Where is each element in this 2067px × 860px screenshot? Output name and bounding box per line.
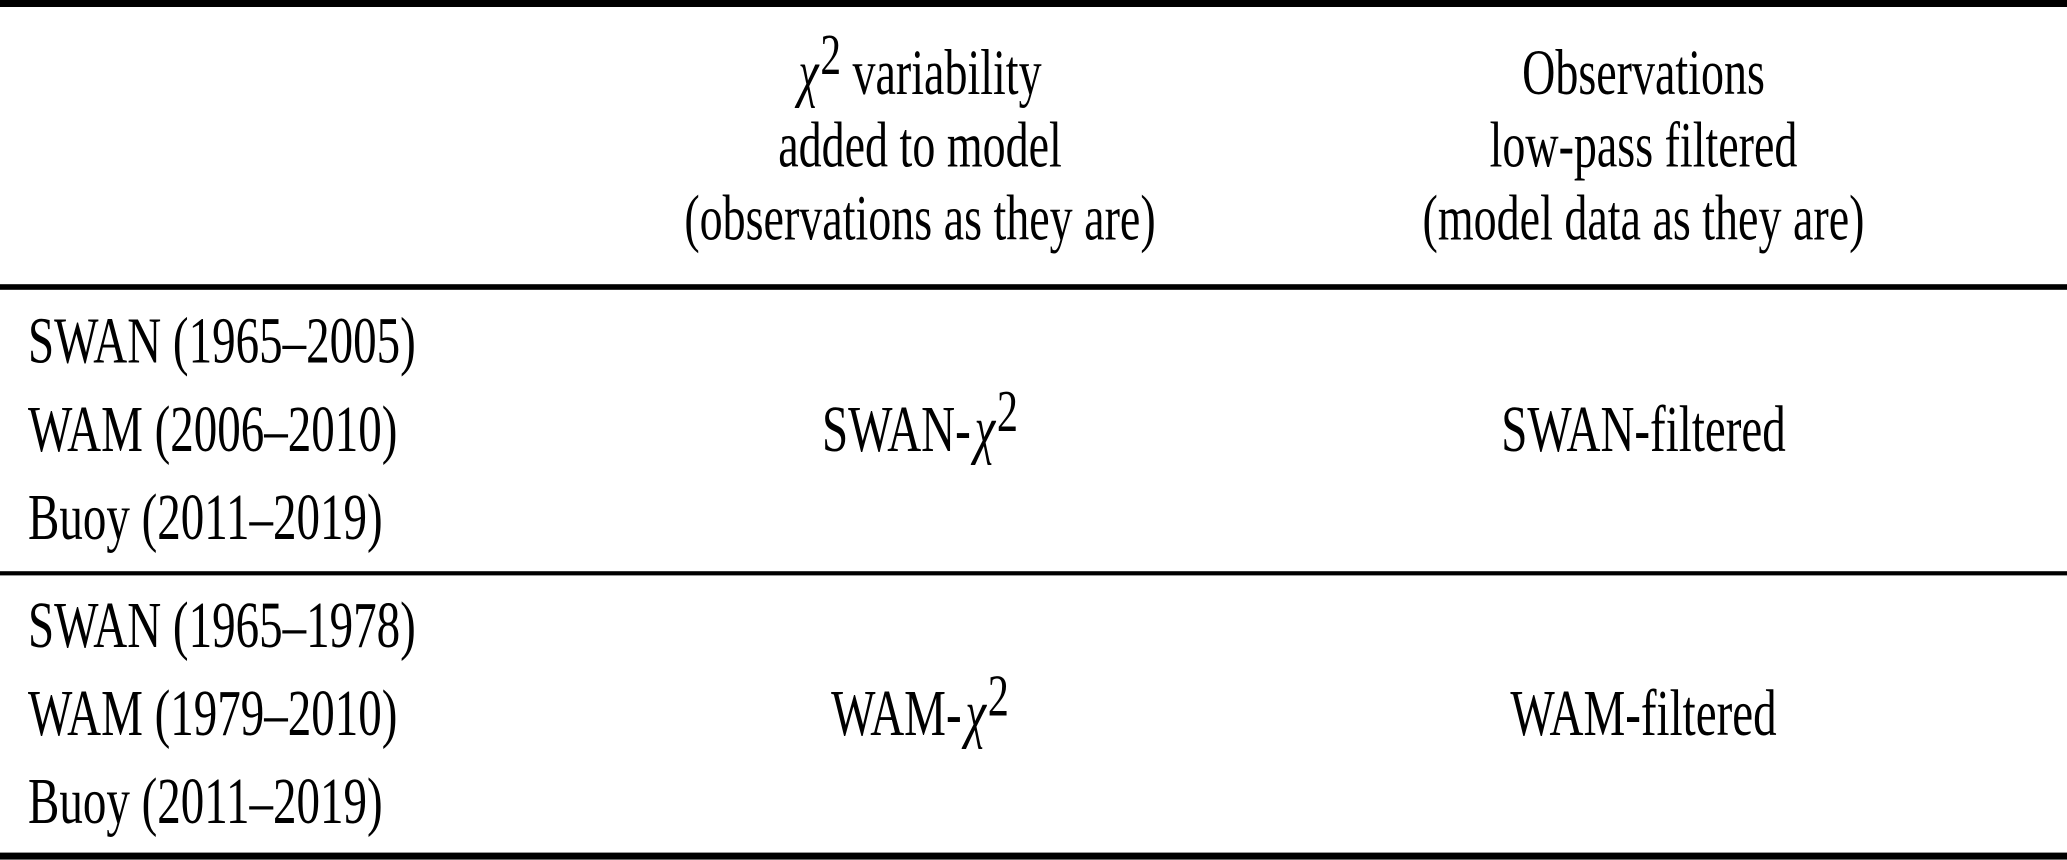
header-separator-rule [0,284,2067,290]
observation-period-line: Buoy (2011–2019) [28,480,383,554]
header-observations-filtered-cell: Observations low-pass filtered (model da… [1220,7,2067,284]
row-separator-rule [0,570,2067,576]
chi-superscript: 2 [987,662,1009,729]
header-line-3: (model data as they are) [1422,182,1865,254]
header-line-2: added to model [778,109,1062,181]
chi-experiment-prefix: SWAN- [821,392,971,466]
table-header-row: χ2 variability added to model (observati… [0,7,2067,284]
observation-period-line: WAM (2006–2010) [28,392,398,466]
chi-experiment-label: SWAN-χ2 [821,382,1018,474]
chi-experiment-cell: WAM-χ2 [620,575,1220,852]
header-line-1: Observations [1522,36,1765,108]
filtered-experiment-label: WAM-filtered [1510,676,1777,750]
header-line-1-text: variability [841,36,1042,108]
table-top-rule [0,0,2067,7]
observation-period-line: SWAN (1965–1978) [28,588,416,662]
chi-superscript: 2 [820,22,842,88]
chi-experiment-cell: SWAN-χ2 [620,289,1220,570]
table-row: SWAN (1965–1978) WAM (1979–2010) Buoy (2… [0,575,2067,852]
filtered-experiment-cell: SWAN-filtered [1220,289,2067,570]
chi-symbol: χ [974,392,996,466]
filtered-experiment-cell: WAM-filtered [1220,575,2067,852]
observation-periods-cell: SWAN (1965–1978) WAM (1979–2010) Buoy (2… [0,575,620,852]
table-bottom-rule [0,852,2067,860]
header-line-2: low-pass filtered [1489,109,1798,181]
chi-experiment-prefix: WAM- [831,676,962,750]
header-line-1: χ2 variability [798,26,1042,109]
observation-period-line: WAM (1979–2010) [28,676,398,750]
observation-periods-cell: SWAN (1965–2005) WAM (2006–2010) Buoy (2… [0,289,620,570]
chi-symbol: χ [798,36,819,108]
header-chi-variability-cell: χ2 variability added to model (observati… [620,7,1220,284]
header-line-3: (observations as they are) [684,182,1156,254]
chi-symbol: χ [965,676,987,750]
chi-experiment-label: WAM-χ2 [831,666,1009,758]
observation-period-line: SWAN (1965–2005) [28,304,416,378]
table-row: SWAN (1965–2005) WAM (2006–2010) Buoy (2… [0,289,2067,570]
chi-superscript: 2 [996,378,1019,445]
observation-period-line: Buoy (2011–2019) [28,765,383,838]
filtered-experiment-label: SWAN-filtered [1501,392,1786,466]
header-empty-cell [0,7,620,284]
